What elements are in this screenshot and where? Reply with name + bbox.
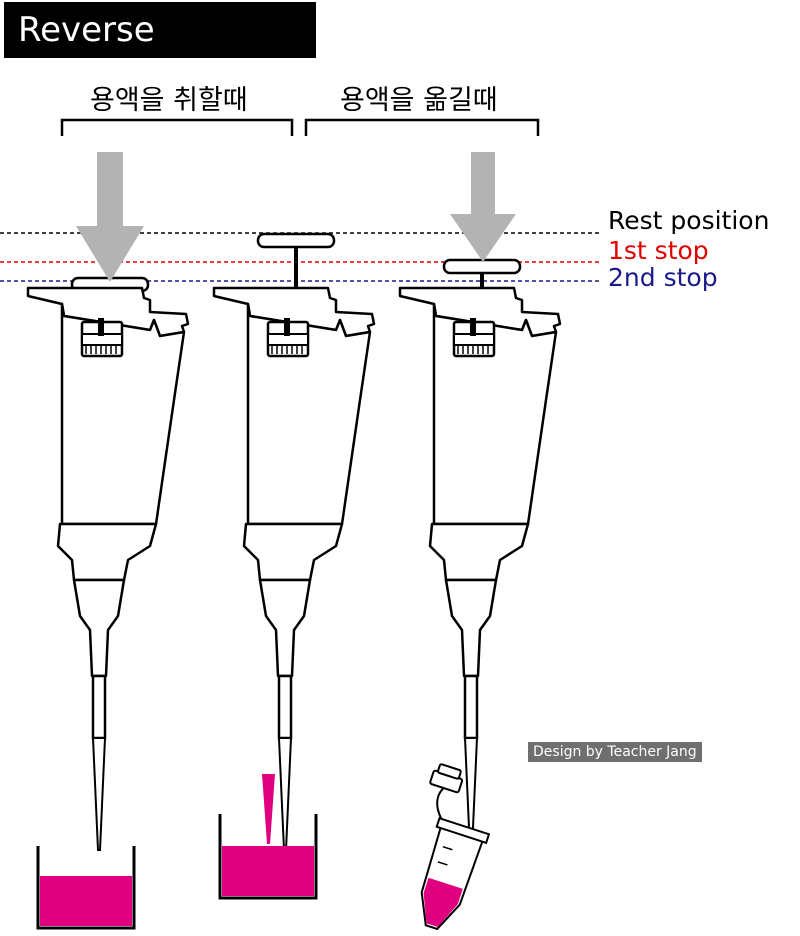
legend-rest-position: Rest position xyxy=(608,206,770,235)
beaker-1 xyxy=(36,846,136,930)
beaker-2 xyxy=(218,814,318,900)
diagram-title: Reverse pipetting xyxy=(4,2,316,106)
bracket-aspirate xyxy=(60,118,294,136)
phase-label-dispense: 용액을 옮길때 xyxy=(340,85,498,116)
plunger-button xyxy=(442,258,522,275)
bracket-dispense xyxy=(304,118,540,136)
pipette-2 xyxy=(214,232,374,851)
microcentrifuge-tube xyxy=(420,763,491,931)
credit-label: Design by Teacher Jang xyxy=(528,742,702,762)
tip-liquid xyxy=(262,774,275,844)
push-arrow-3 xyxy=(450,152,516,262)
phase-label-aspirate: 용액을 취할때 xyxy=(90,85,248,116)
legend-first-stop: 1st stop xyxy=(608,236,709,265)
legend-second-stop: 2nd stop xyxy=(608,263,718,292)
pipette-1 xyxy=(28,262,188,851)
plunger-button xyxy=(256,232,336,249)
pipette-3 xyxy=(400,258,560,851)
push-arrow-1 xyxy=(76,152,144,282)
